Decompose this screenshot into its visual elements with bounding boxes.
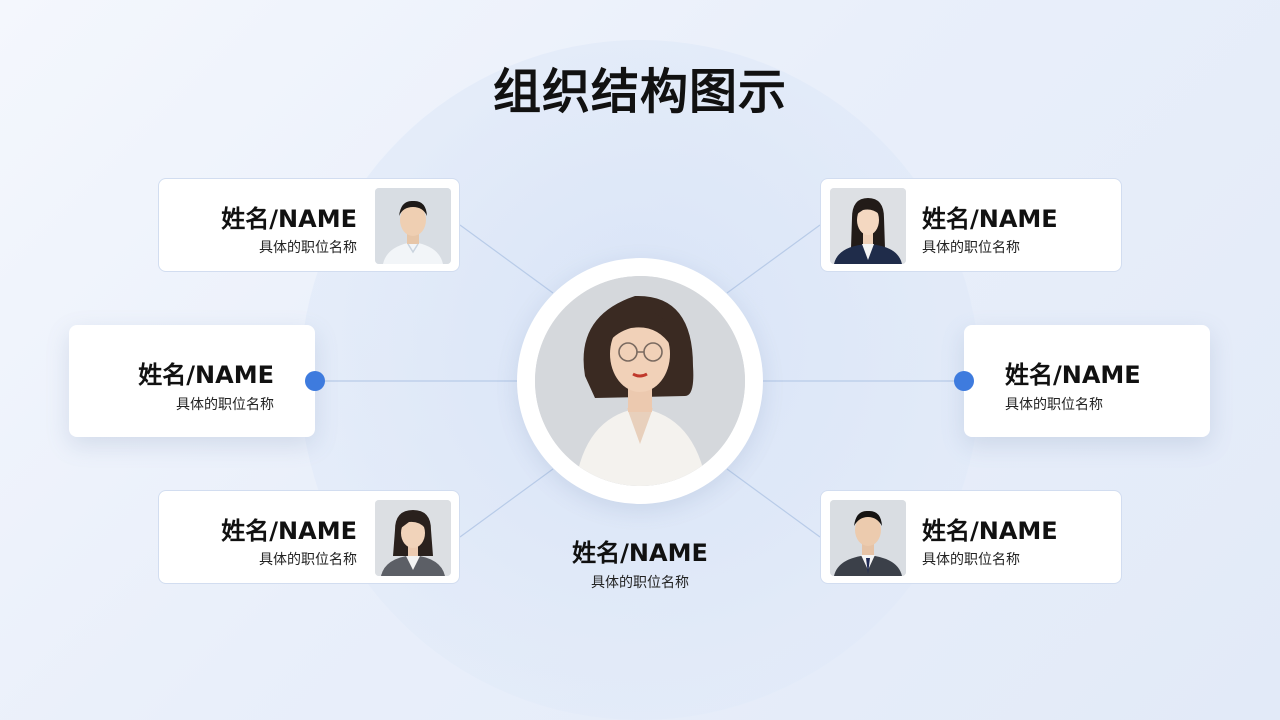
young-man-portrait-icon <box>375 188 451 264</box>
member-card-right-middle[interactable]: 姓名/NAME 具体的职位名称 <box>964 325 1210 437</box>
member-card-left-middle[interactable]: 姓名/NAME 具体的职位名称 <box>69 325 315 437</box>
member-card-right-top[interactable]: 姓名/NAME 具体的职位名称 <box>820 178 1122 272</box>
connector-right-bottom <box>726 468 821 538</box>
page-title: 组织结构图示 <box>492 64 787 120</box>
member-role: 具体的职位名称 <box>922 240 1020 256</box>
connector-left-top <box>459 224 554 294</box>
member-name: 姓名/NAME <box>138 361 274 389</box>
connector-left-bottom <box>459 468 554 538</box>
member-role: 具体的职位名称 <box>176 397 274 413</box>
member-role: 具体的职位名称 <box>922 552 1020 568</box>
member-name: 姓名/NAME <box>221 517 357 545</box>
leader-role: 具体的职位名称 <box>591 575 689 591</box>
woman-with-glasses-portrait-icon <box>535 276 745 486</box>
member-card-left-top[interactable]: 姓名/NAME 具体的职位名称 <box>158 178 460 272</box>
member-card-right-bottom[interactable]: 姓名/NAME 具体的职位名称 <box>820 490 1122 584</box>
member-name: 姓名/NAME <box>1005 361 1141 389</box>
member-role: 具体的职位名称 <box>1005 397 1103 413</box>
connector-dot-right <box>954 371 974 391</box>
connector-dot-left <box>305 371 325 391</box>
woman-in-suit-portrait-icon <box>830 188 906 264</box>
member-role: 具体的职位名称 <box>259 240 357 256</box>
woman-portrait-icon <box>375 500 451 576</box>
member-name: 姓名/NAME <box>922 517 1058 545</box>
man-in-suit-portrait-icon <box>830 500 906 576</box>
member-name: 姓名/NAME <box>221 205 357 233</box>
connector-right-top <box>726 224 821 294</box>
member-role: 具体的职位名称 <box>259 552 357 568</box>
leader-photo-frame[interactable] <box>517 258 763 504</box>
member-card-left-bottom[interactable]: 姓名/NAME 具体的职位名称 <box>158 490 460 584</box>
leader-name: 姓名/NAME <box>572 539 708 567</box>
member-name: 姓名/NAME <box>922 205 1058 233</box>
